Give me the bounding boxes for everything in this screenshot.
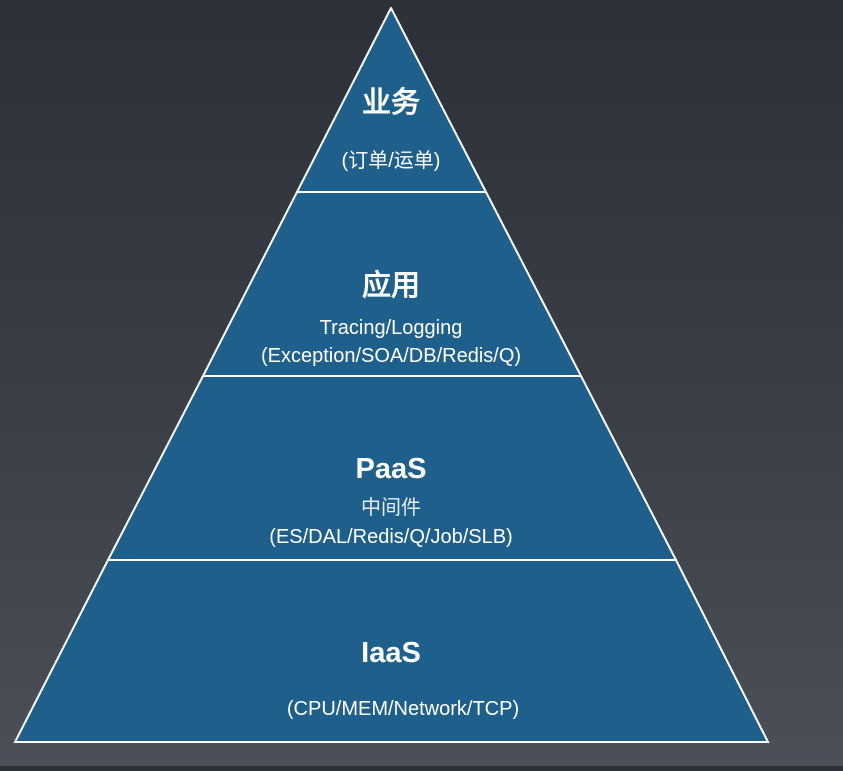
tier-application-title: 应用 — [362, 268, 420, 302]
tier-application-line1: Tracing/Logging — [320, 317, 463, 339]
tier-application-line2: (Exception/SOA/DB/Redis/Q) — [261, 345, 521, 367]
tier-iaas-title: IaaS — [361, 637, 421, 669]
tier-paas-line2: (ES/DAL/Redis/Q/Job/SLB) — [269, 526, 512, 548]
tier-business-subtitle: (订单/运单) — [342, 149, 441, 172]
tier-iaas-shape — [13, 559, 770, 743]
tier-iaas-subtitle: (CPU/MEM/Network/TCP) — [287, 698, 519, 720]
tier-business-title: 业务 — [362, 86, 420, 119]
tier-paas-line1: 中间件 — [361, 496, 421, 519]
tier-paas-title: PaaS — [356, 453, 427, 485]
